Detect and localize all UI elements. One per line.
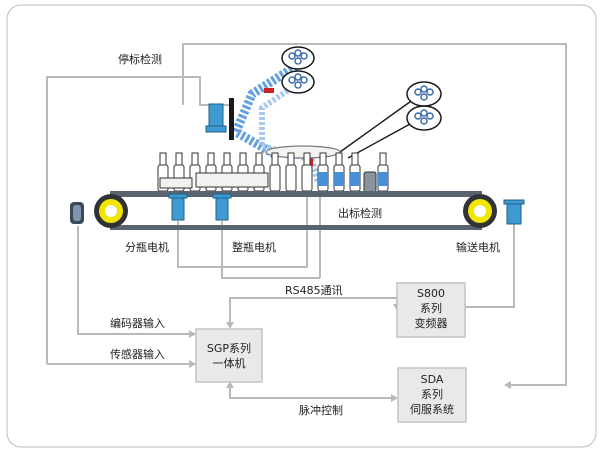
arrow-sda-pulse [391, 394, 398, 402]
label-web-upper [230, 62, 299, 159]
arrow-sgp-pulse [226, 381, 234, 388]
bottle-labeled [377, 152, 389, 192]
arrange-motor-label: 整瓶电机 [232, 240, 276, 254]
bottles [157, 152, 389, 193]
bottle [285, 152, 297, 192]
sensor-input-label: 传感器输入 [110, 347, 165, 361]
arrange-motor-icon [212, 193, 232, 221]
takeup-reel-upper [406, 81, 442, 107]
split-motor-icon [168, 193, 188, 221]
arrow-sgp-rs485 [226, 322, 234, 329]
wire-encoder [77, 226, 196, 335]
split-motor-label: 分瓶电机 [125, 240, 169, 254]
arrow-sgp-sensor [189, 360, 196, 368]
sda-line-1: SDA [421, 373, 444, 386]
conveyor-belt-top [110, 191, 482, 197]
stop-detect-sensor-icon [264, 88, 274, 93]
s800-line-2: 系列 [420, 301, 442, 315]
sgp-line-2: 一体机 [213, 356, 246, 370]
label-web-lower [259, 79, 321, 184]
encoder-icon [70, 202, 84, 224]
arrange-belt-guide [195, 172, 269, 188]
conveyor [94, 191, 497, 230]
sgp-line-1: SGP系列 [207, 341, 251, 355]
right-roller [463, 194, 497, 228]
backing-line-1 [339, 93, 422, 153]
conveyor-motor-icon [503, 199, 525, 225]
rs485-label: RS485通讯 [285, 284, 343, 297]
s800-line-3: 变频器 [415, 316, 448, 330]
can [363, 171, 377, 193]
bottle [269, 152, 281, 192]
bottle-labeled [317, 152, 329, 192]
pulse-control-label: 脉冲控制 [299, 403, 343, 417]
left-roller [94, 194, 128, 228]
wire-arrange-motor [221, 221, 320, 279]
sda-line-2: 系列 [421, 387, 443, 401]
encoder-input-label: 编码器输入 [110, 316, 165, 330]
supply-reel-lower [281, 70, 315, 94]
bottle-labeled [349, 152, 361, 192]
conveyor-motor-label: 输送电机 [456, 240, 500, 254]
arrow-sgp-encoder [189, 330, 196, 338]
bottle [301, 152, 313, 192]
labeling-drive-motor [205, 98, 234, 140]
conveyor-belt-bottom [110, 225, 482, 230]
takeup-reel-lower [406, 105, 442, 131]
wire-conveyor-s800 [465, 224, 515, 308]
s800-line-1: S800 [417, 287, 445, 300]
bottle-labeled [333, 152, 345, 192]
supply-reel-upper [281, 46, 315, 70]
split-belt-guide [159, 177, 193, 189]
sda-line-3: 伺服系统 [410, 403, 454, 416]
s800-box: S800 系列 变频器 [396, 282, 466, 338]
stop-label-detect-label: 停标检测 [118, 52, 162, 66]
wire-split-motor [177, 176, 308, 268]
wiring-lines [46, 43, 567, 399]
sda-box: SDA 系列 伺服系统 [397, 367, 467, 423]
sgp-box: SGP系列 一体机 [195, 328, 263, 383]
wire-top-to-sda [182, 43, 567, 386]
arrow-sda-top [504, 381, 511, 389]
out-label-detect-label: 出标检测 [338, 206, 382, 220]
